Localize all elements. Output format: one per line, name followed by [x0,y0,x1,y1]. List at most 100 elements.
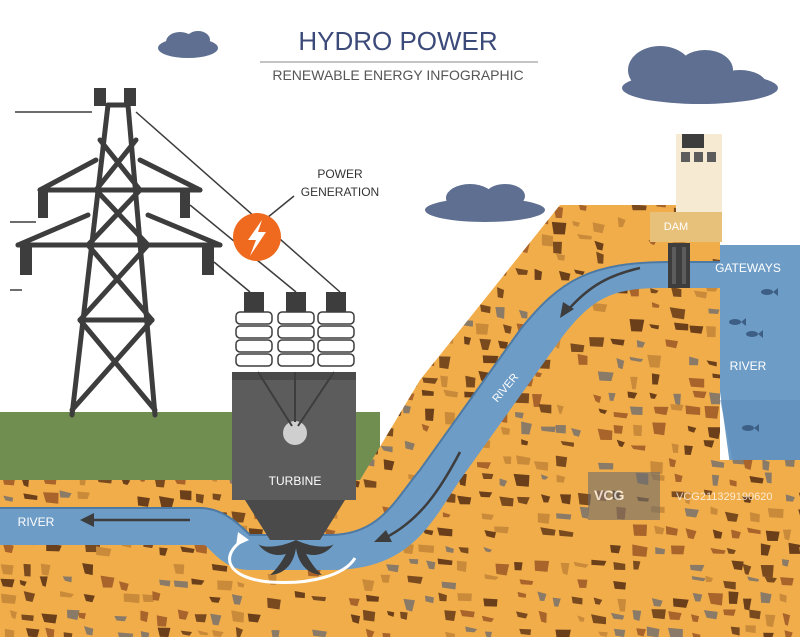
stone [481,513,494,520]
stone [426,238,434,249]
stone [665,339,679,349]
stone [502,324,512,334]
stone [514,411,524,419]
stone [195,493,204,504]
stone [556,404,564,414]
stone [742,563,752,576]
stone [723,205,738,215]
stone [40,221,53,228]
stone [380,574,391,583]
stone [457,593,472,602]
stone [211,564,228,572]
stone [191,288,207,295]
stone [134,371,142,377]
stone [19,305,33,312]
stone [288,255,298,267]
watermark-id: VCG211329190620 [676,491,772,503]
stone [785,494,795,502]
stone [517,591,527,598]
stone [27,354,42,366]
stone [540,527,556,536]
stone [175,269,186,277]
reservoir-river-label: RIVER [730,359,767,373]
stone [673,322,689,331]
stone [215,302,225,313]
stone [479,338,492,351]
stone [594,240,604,251]
stone [514,562,523,571]
stone [552,597,561,607]
stone [630,445,646,451]
power-lines [10,111,341,293]
stone [422,336,433,348]
stone [367,302,377,311]
stone [444,411,455,425]
stone [442,223,459,236]
stone [704,405,720,419]
stone [104,304,120,316]
stone [516,496,530,505]
stone [425,321,442,335]
stone [161,308,174,319]
stone [653,406,669,416]
stone [498,340,508,349]
stone [194,614,207,623]
stone [538,610,547,623]
stone [476,292,484,302]
stone [388,410,402,417]
stone [46,543,62,552]
stone [152,591,161,601]
stone [418,544,435,554]
stone [384,426,394,437]
stone [400,285,412,294]
stone [142,594,155,603]
stone [45,627,55,637]
stone [632,610,642,622]
stone [484,530,497,539]
stone [1,593,17,604]
turbine-dome [283,421,307,445]
stone [442,512,451,518]
stone [729,479,737,487]
stone [237,581,245,588]
stone [555,455,568,468]
stone [23,591,36,602]
stone [348,598,360,607]
stone [629,356,644,362]
stone [214,374,226,381]
stone [632,524,648,536]
stone [617,598,627,612]
stone [616,439,625,448]
stone [708,392,724,405]
stone [363,269,379,276]
stone [674,473,683,483]
stone [521,421,532,435]
stone [427,219,443,230]
stone [95,546,112,557]
stone [650,288,659,294]
stone [617,217,626,228]
stone [117,632,134,637]
stone [597,428,613,441]
stone [96,358,106,370]
stone [649,324,660,330]
stone [481,473,494,480]
stone [7,392,20,405]
stone [576,234,592,240]
stone [555,629,571,637]
stone [441,289,450,300]
stone [456,560,467,573]
stone [403,598,415,612]
stone [760,543,771,556]
stone [60,292,69,302]
stone [84,626,94,636]
stone [629,319,645,332]
stone [407,575,423,584]
stone [210,290,221,299]
stone [386,322,401,329]
stone [731,560,744,571]
stone [209,596,221,603]
stone [747,527,761,535]
stone [26,205,35,215]
